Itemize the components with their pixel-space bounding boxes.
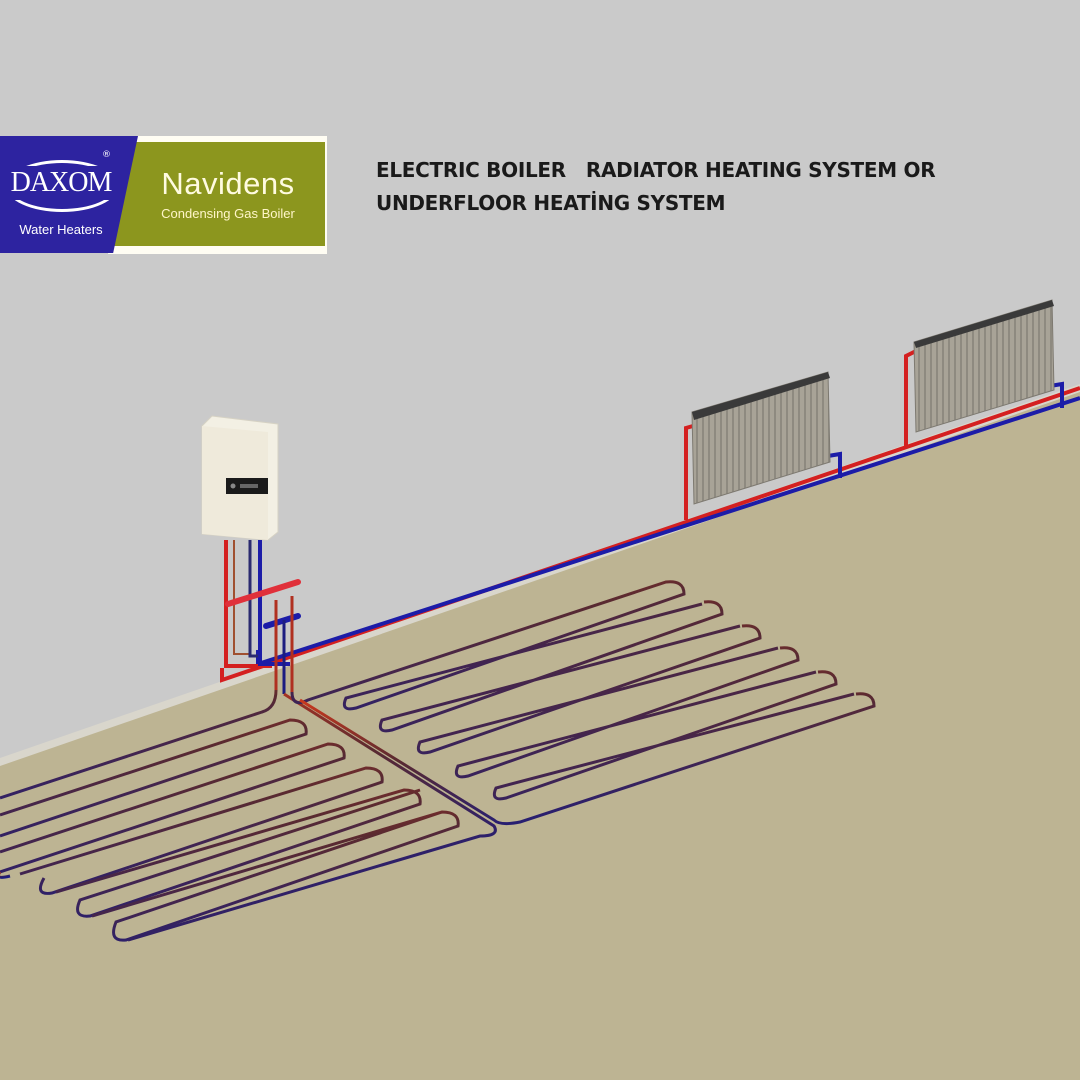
manifold <box>224 540 301 694</box>
heading-electric-boiler: ELECTRIC BOILER <box>376 158 566 182</box>
navidens-subtitle: Condensing Gas Boiler <box>161 206 295 221</box>
heading-line-1: ELECTRIC BOILER RADIATOR HEATING SYSTEM O… <box>376 154 936 187</box>
navidens-brand: Navidens <box>161 166 295 201</box>
registered-mark: ® <box>102 150 111 160</box>
radiator-1 <box>684 371 842 520</box>
diagram-heading: ELECTRIC BOILER RADIATOR HEATING SYSTEM O… <box>376 154 936 220</box>
floor <box>0 388 1080 1080</box>
heading-radiator-system: RADIATOR HEATING SYSTEM OR <box>585 158 936 182</box>
electric-boiler <box>201 415 279 541</box>
brand-logo-banner: DAXOM ® Water Heaters Navidens Condensin… <box>0 136 327 254</box>
underfloor-loop-left <box>0 689 497 942</box>
navidens-panel <box>112 142 325 246</box>
radiator-2 <box>904 299 1064 446</box>
heading-line-2: UNDERFLOOR HEATİNG SYSTEM <box>376 191 726 215</box>
daxom-subtitle: Water Heaters <box>19 222 103 237</box>
underfloor-loop-right <box>290 580 876 826</box>
daxom-brand: DAXOM <box>0 166 122 200</box>
